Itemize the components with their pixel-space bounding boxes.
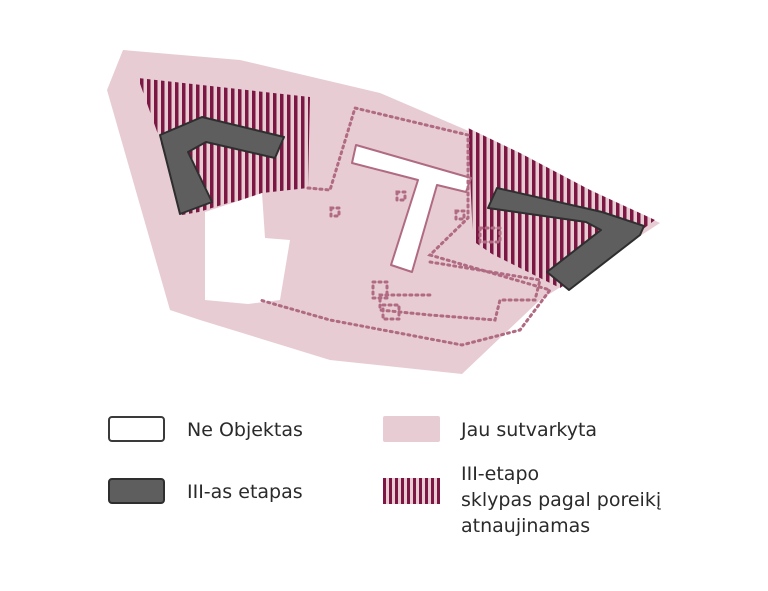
dotted-room-5 [329,206,341,218]
legend-swatch-stage3-plot [383,478,440,504]
dotted-room-2 [381,303,401,321]
not-object-area [205,193,290,304]
dotted-room-3 [478,226,502,244]
dotted-room-4 [395,190,407,202]
dotted-outlines [258,106,553,347]
legend-swatch-not-object [108,416,165,442]
legend-label-stage3-plot-line2: sklypas pagal poreikį [461,489,662,511]
legend-label-stage3-plot-line1: III-etapo [461,463,540,485]
stage3-building-west [159,116,285,215]
dotted-inner-boundary [258,106,553,347]
site-map [107,50,660,374]
legend-label-stage3-plot-line3: atnaujinamas [461,515,591,537]
legend-label-stage3-plot: III-etapo sklypas pagal poreikį atnaujin… [461,461,661,539]
legend-label-done: Jau sutvarkyta [461,419,598,441]
legend-swatch-done [383,416,440,442]
legend-label-stage3: III-as etapas [187,481,303,503]
stage3-building-east [487,187,645,291]
legend-label-not-object: Ne Objektas [187,419,303,441]
dotted-room-1 [371,280,389,300]
legend-swatch-stage3 [108,478,165,504]
dotted-room-6 [454,209,466,221]
dotted-courtyard [378,260,542,322]
